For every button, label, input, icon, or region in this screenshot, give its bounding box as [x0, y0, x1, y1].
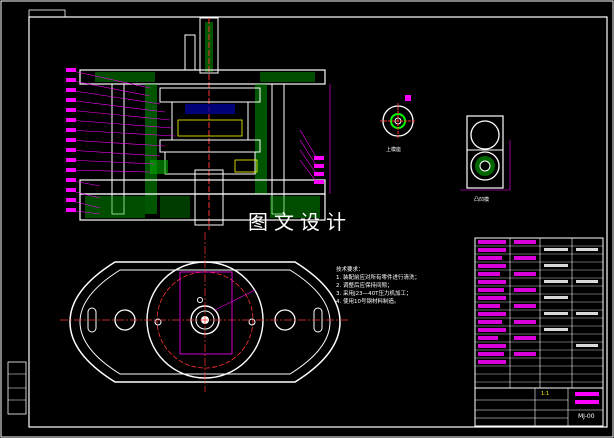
- tech-req-line-3: 3. 采用J23—40T压力机加工；: [336, 291, 412, 297]
- sheet-border-inner: [28, 16, 608, 428]
- small-part-caption: 凸凹模: [474, 197, 490, 203]
- plan-view: [60, 232, 350, 392]
- title-block: [474, 387, 604, 427]
- section-view: [66, 17, 331, 230]
- tech-req-line-2: 2. 调整后应保持间隙；: [336, 283, 393, 289]
- tech-req-heading: 技术要求：: [336, 267, 364, 273]
- tech-requirements: 技术要求： 1. 装配前应对所有零件进行清洗； 2. 调整后应保持间隙； 3. …: [336, 266, 466, 306]
- margin-stamp: [7, 361, 27, 415]
- bom-table: [474, 237, 604, 389]
- small-part-view: [460, 115, 511, 191]
- scale-label: 1:1: [541, 391, 550, 397]
- tech-req-line-1: 1. 装配前应对所有零件进行清洗；: [336, 275, 420, 281]
- small-ring-caption: 上模座: [386, 147, 402, 153]
- drawing-code: MJ-00: [578, 413, 595, 420]
- small-ring-view: [380, 95, 416, 139]
- watermark-text: 图文设计: [248, 210, 352, 234]
- tech-req-line-4: 4. 使用10号钢材料制造。: [336, 299, 400, 305]
- top-left-tag: [28, 9, 66, 18]
